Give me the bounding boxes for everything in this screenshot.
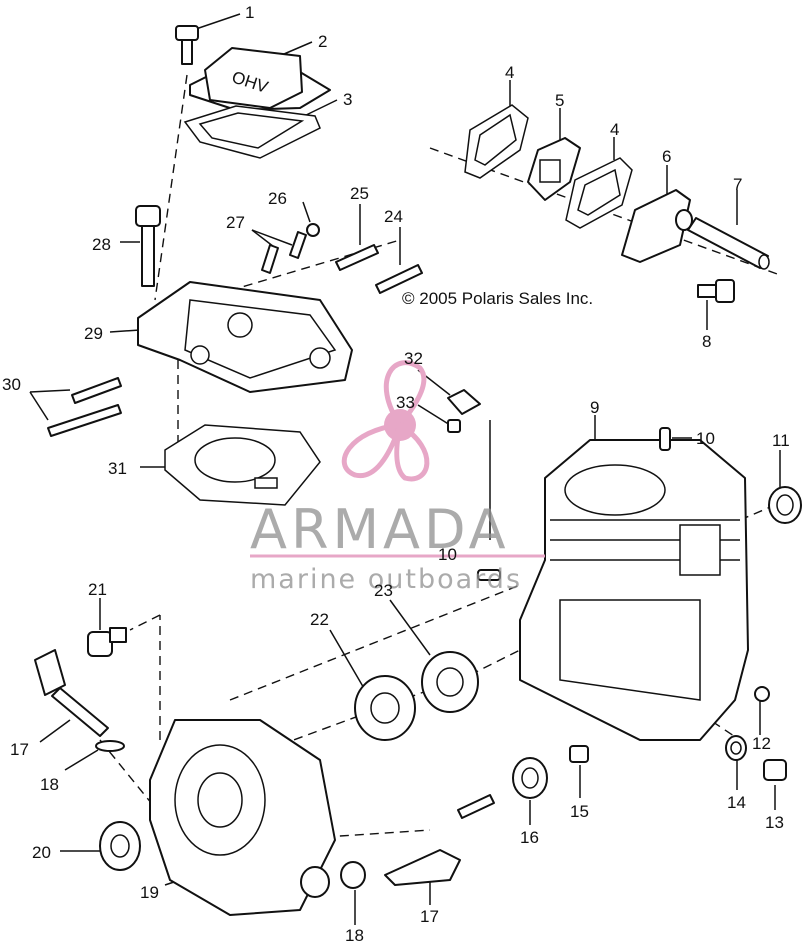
callout-20: 20: [32, 843, 51, 862]
callout-8: 8: [702, 332, 711, 351]
callout-16: 16: [520, 828, 539, 847]
callout-10a: 10: [696, 429, 715, 448]
part-17-drain-plug: [384, 849, 461, 886]
part-2-valve-cover: OHV: [189, 47, 331, 111]
part-3-cover-gasket: [183, 105, 321, 159]
part-16-gear: [512, 757, 548, 799]
callout-29: 29: [84, 324, 103, 343]
callout-23: 23: [374, 581, 393, 600]
callout-5: 5: [555, 91, 564, 110]
part-stud-right: [457, 794, 495, 819]
part-13-bolt: [763, 759, 787, 781]
copyright-text: © 2005 Polaris Sales Inc.: [402, 289, 593, 308]
part-27-dowels: [261, 231, 307, 274]
callout-4a: 4: [505, 63, 514, 82]
callout-10b: 10: [438, 545, 457, 564]
callout-19: 19: [140, 883, 159, 902]
callout-26: 26: [268, 189, 287, 208]
part-22-bearing: [354, 675, 416, 741]
callout-14: 14: [727, 793, 746, 812]
part-7-tube: [687, 217, 770, 270]
part-30-studs: [47, 377, 122, 437]
part-11-seal: [768, 486, 802, 524]
part-10-dowel-a: [659, 427, 671, 451]
callout-12: 12: [752, 734, 771, 753]
callout-24: 24: [384, 207, 403, 226]
part-6-intake-adapter: [621, 189, 693, 263]
part-4-gasket-b: [565, 157, 633, 229]
part-20-seal: [99, 821, 141, 871]
part-9-cylinder-block: [519, 439, 749, 741]
callout-18b: 18: [345, 926, 364, 944]
callout-17b: 17: [420, 907, 439, 926]
part-15-bolt: [569, 745, 589, 763]
part-33-plug: [447, 419, 461, 433]
callout-6: 6: [662, 147, 671, 166]
part-12-plug: [754, 686, 770, 702]
part-31-head-gasket: [164, 424, 321, 506]
callout-3: 3: [343, 90, 352, 109]
callout-11: 11: [772, 431, 790, 450]
watermark-brand: ARMADA: [250, 498, 510, 561]
part-5-reed-plate: [527, 137, 581, 201]
callout-9: 9: [590, 398, 599, 417]
part-25-stud: [335, 244, 379, 271]
part-10-dowel-b: [477, 569, 501, 581]
part-26-nut: [306, 223, 320, 237]
callout-33: 33: [396, 393, 415, 412]
callout-7: 7: [733, 175, 742, 194]
callout-labels: 1 2 3 4 5 4 6 7 8 9 10 11 10 12 13 14 15…: [2, 3, 790, 944]
callout-2: 2: [318, 32, 327, 51]
part-18-o-ring-b: [340, 861, 366, 889]
callout-18a: 18: [40, 775, 59, 794]
part-24-stud: [375, 264, 423, 294]
part-23-bearing: [421, 651, 479, 713]
part-19-crankcase-cover: [149, 719, 336, 916]
part-14-washer: [725, 735, 747, 761]
watermark-tagline: marine outboards: [250, 564, 522, 595]
watermark-logo: [341, 360, 430, 482]
part-4-gasket-a: [464, 104, 529, 179]
callout-30: 30: [2, 375, 21, 394]
part-28-head-bolt: [135, 205, 161, 287]
part-32-elbow-fitting: [447, 389, 481, 415]
leader-lines: [29, 13, 781, 925]
callout-1: 1: [245, 3, 254, 22]
callout-27: 27: [226, 213, 245, 232]
callout-28: 28: [92, 235, 111, 254]
callout-15: 15: [570, 802, 589, 821]
part-1-bolt: [175, 25, 199, 65]
callout-21: 21: [88, 580, 107, 599]
part-18-o-ring: [95, 740, 125, 752]
callout-22: 22: [310, 610, 329, 629]
callout-32: 32: [404, 349, 423, 368]
callout-13: 13: [765, 813, 784, 832]
callout-25: 25: [350, 184, 369, 203]
part-8-bolt: [697, 279, 735, 303]
callout-31: 31: [108, 459, 127, 478]
part-29-cylinder-head: [137, 281, 353, 393]
part-21-plug: [87, 627, 127, 657]
callout-4b: 4: [610, 120, 619, 139]
callout-17a: 17: [10, 740, 29, 759]
part-17-dipstick: [34, 649, 109, 737]
